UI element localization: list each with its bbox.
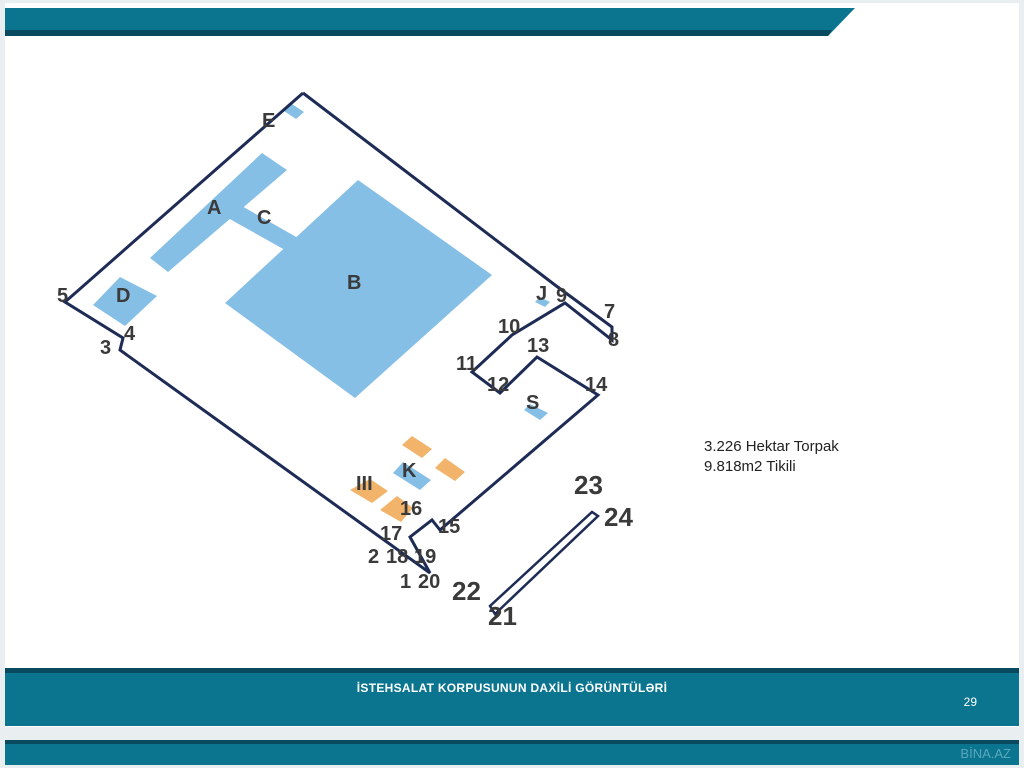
building-area: 9.818m2 Tikili xyxy=(704,458,796,475)
land-area: 3.226 Hektar Torpak xyxy=(704,438,839,455)
point-13: 13 xyxy=(527,335,549,357)
slide xyxy=(5,3,1019,727)
top-banner-edge xyxy=(5,30,832,36)
label-j: J xyxy=(536,283,547,305)
point-17: 17 xyxy=(380,523,402,545)
point-21: 21 xyxy=(488,601,517,631)
area-info: 3.226 Hektar Torpak 9.818m2 Tikili xyxy=(704,437,839,477)
site-boundary xyxy=(62,91,614,575)
label-iii: III xyxy=(356,473,373,495)
building-e xyxy=(284,104,304,119)
point-22: 22 xyxy=(452,576,481,606)
label-c: C xyxy=(257,207,271,229)
footer-title: İSTEHSALAT KORPUSUNUN DAXİLİ GÖRÜNTÜLƏRİ xyxy=(356,681,668,695)
point-9: 9 xyxy=(556,285,567,307)
label-b: B xyxy=(347,272,361,294)
annex-1 xyxy=(402,436,432,458)
point-20: 20 xyxy=(418,571,440,593)
label-d: D xyxy=(116,285,130,307)
building-a xyxy=(150,153,287,272)
watermark: BİNA.AZ xyxy=(960,746,1011,761)
point-10: 10 xyxy=(498,316,520,338)
annex-3 xyxy=(350,479,388,503)
point-1: 1 xyxy=(400,571,411,593)
point-14: 14 xyxy=(585,374,608,396)
point-7: 7 xyxy=(604,301,615,323)
point-16: 16 xyxy=(400,498,422,520)
footer-bar: İSTEHSALAT KORPUSUNUN DAXİLİ GÖRÜNTÜLƏRİ… xyxy=(5,668,1019,726)
top-banner xyxy=(5,8,855,36)
point-12: 12 xyxy=(487,374,509,396)
annex-4 xyxy=(380,496,413,522)
point-23: 23 xyxy=(574,470,603,500)
label-k: K xyxy=(402,460,417,482)
point-11: 11 xyxy=(456,353,477,375)
strip-boundary xyxy=(488,510,600,616)
point-24: 24 xyxy=(604,502,633,532)
label-a: A xyxy=(207,197,221,219)
building-s xyxy=(524,404,548,420)
point-2: 2 xyxy=(368,546,379,568)
point-4: 4 xyxy=(124,323,136,345)
building-k xyxy=(393,462,431,490)
annex-2 xyxy=(435,458,465,481)
point-5: 5 xyxy=(57,285,68,307)
point-18: 18 xyxy=(386,546,408,568)
label-s: S xyxy=(526,392,539,414)
page-number: 29 xyxy=(963,695,977,709)
point-3: 3 xyxy=(100,337,111,359)
point-19: 19 xyxy=(414,546,436,568)
point-8: 8 xyxy=(608,329,619,351)
building-d xyxy=(93,277,157,326)
label-e: E xyxy=(262,110,275,132)
building-c xyxy=(228,205,298,250)
point-15: 15 xyxy=(438,516,460,538)
next-slide-strip: BİNA.AZ xyxy=(5,740,1019,765)
building-j xyxy=(535,297,550,307)
building-b xyxy=(225,180,492,398)
